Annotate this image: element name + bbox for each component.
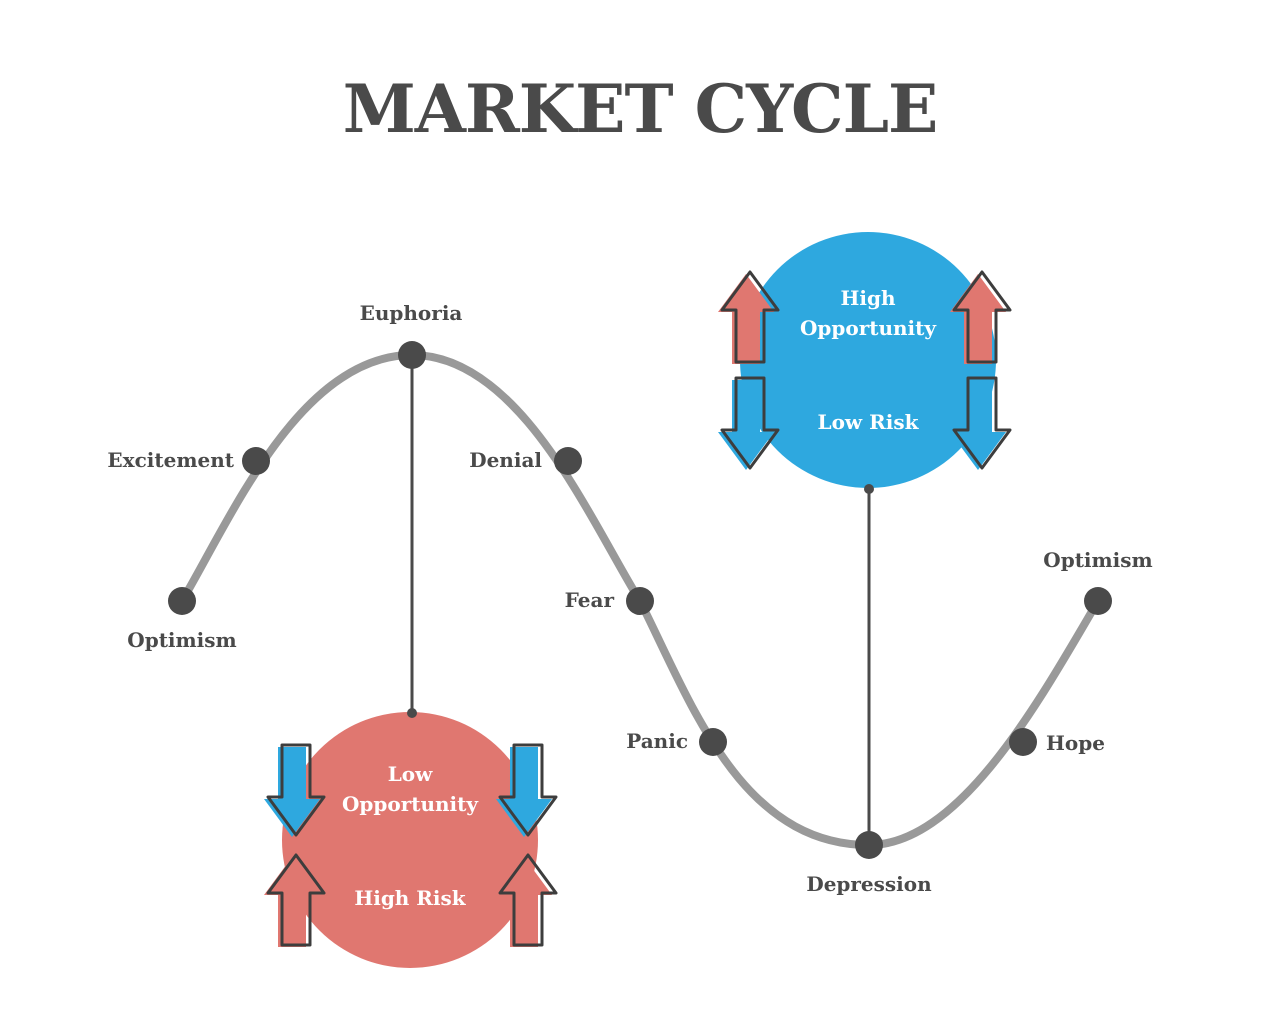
high-risk-zone: Low Opportunity High Risk xyxy=(262,708,558,968)
stage-label-panic: Panic xyxy=(626,729,688,753)
stage-dot-euphoria xyxy=(398,341,426,369)
low-risk-anchor-dot xyxy=(864,484,874,494)
page-title: MARKET CYCLE xyxy=(343,70,938,148)
high-risk-anchor-dot xyxy=(407,708,417,718)
low-risk-zone: High Opportunity Low Risk xyxy=(716,232,1012,494)
stage-label-fear: Fear xyxy=(565,588,615,612)
stage-label-optimism-start: Optimism xyxy=(127,628,236,652)
stage-label-denial: Denial xyxy=(469,448,542,472)
low-risk-label-line3: Low Risk xyxy=(818,410,920,434)
stage-dot-optimism-end xyxy=(1084,587,1112,615)
stage-dot-fear xyxy=(626,587,654,615)
high-risk-label-line3: High Risk xyxy=(354,886,466,910)
high-risk-label-line1: Low xyxy=(388,762,433,786)
low-risk-circle xyxy=(740,232,996,488)
stage-dot-denial xyxy=(554,447,582,475)
stage-label-euphoria: Euphoria xyxy=(360,301,463,325)
stage-dot-optimism-start xyxy=(168,587,196,615)
stage-label-depression: Depression xyxy=(806,872,932,896)
low-risk-label-line2: Opportunity xyxy=(800,316,937,340)
stage-label-hope: Hope xyxy=(1046,731,1105,755)
stage-label-excitement: Excitement xyxy=(107,448,234,472)
stage-dot-hope xyxy=(1009,728,1037,756)
stage-dot-panic xyxy=(699,728,727,756)
high-risk-circle xyxy=(282,712,538,968)
stage-dot-depression xyxy=(855,831,883,859)
low-risk-label-line1: High xyxy=(840,286,895,310)
high-risk-label-line2: Opportunity xyxy=(342,792,479,816)
stage-dot-excitement xyxy=(242,447,270,475)
stage-label-optimism-end: Optimism xyxy=(1043,548,1152,572)
